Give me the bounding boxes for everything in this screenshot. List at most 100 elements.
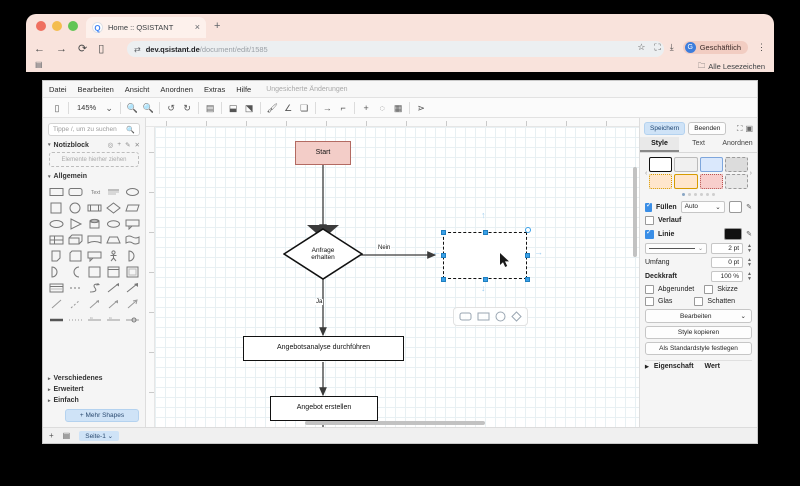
table-icon[interactable]: ▦ bbox=[393, 102, 403, 113]
shape-ellipse[interactable] bbox=[123, 184, 141, 199]
shape-trapezoid[interactable] bbox=[104, 232, 122, 247]
shape-line-arrow-open[interactable] bbox=[123, 296, 141, 311]
line-checkbox[interactable] bbox=[645, 228, 654, 239]
close-window-button[interactable] bbox=[36, 21, 46, 31]
fill-color-chip[interactable] bbox=[728, 201, 743, 213]
shape-connector-node[interactable] bbox=[123, 312, 141, 327]
swatch-white[interactable] bbox=[649, 157, 673, 172]
shape-curved-arrow[interactable] bbox=[85, 280, 103, 295]
vertical-scrollbar[interactable] bbox=[633, 167, 637, 257]
maximize-window-button[interactable] bbox=[68, 21, 78, 31]
scratchpad-dropzone[interactable]: Elemente hierher ziehen bbox=[49, 152, 139, 167]
pagination-dot[interactable] bbox=[700, 193, 703, 196]
swatch-hatched[interactable] bbox=[724, 174, 748, 189]
pagination-dot[interactable] bbox=[712, 193, 715, 196]
minimize-window-button[interactable] bbox=[52, 21, 62, 31]
swatch-gray[interactable] bbox=[674, 157, 698, 172]
add-page-icon[interactable]: + bbox=[49, 431, 54, 440]
shape-table[interactable] bbox=[47, 232, 65, 247]
shape-triangle[interactable] bbox=[66, 216, 84, 231]
tab-anordnen[interactable]: Anordnen bbox=[722, 140, 753, 147]
menu-bearbeiten[interactable]: Bearbeiten bbox=[77, 84, 114, 94]
shape-cube[interactable] bbox=[66, 232, 84, 247]
shape-actor[interactable] bbox=[104, 248, 122, 263]
delete-icon[interactable]: ▤ bbox=[205, 102, 215, 113]
undo-icon[interactable]: ↺ bbox=[167, 102, 175, 113]
shape-labeled-connector[interactable]: lbl bbox=[85, 312, 103, 327]
panel-toggle-icon[interactable]: ▯ bbox=[54, 102, 60, 113]
edit-settings-icon[interactable]: ◎ bbox=[107, 142, 114, 149]
shape-cylinder[interactable] bbox=[85, 216, 103, 231]
shape-parallelogram[interactable] bbox=[123, 200, 141, 215]
search-input[interactable]: Tippe /, um zu suchen 🔍 bbox=[48, 123, 140, 136]
menu-anordnen[interactable]: Anordnen bbox=[160, 84, 193, 94]
forward-icon[interactable]: → bbox=[56, 43, 67, 55]
site-settings-icon[interactable]: ⇄ bbox=[134, 44, 141, 54]
to-back-icon[interactable]: ⬔ bbox=[244, 102, 254, 113]
swatch-blue[interactable] bbox=[699, 157, 723, 172]
line-color-picker-icon[interactable]: ✎ bbox=[746, 231, 752, 238]
edge-label-ja[interactable]: Ja bbox=[315, 299, 324, 305]
shape-line-arrow-filled[interactable] bbox=[104, 296, 122, 311]
line-color-icon[interactable]: ∠ bbox=[284, 102, 293, 113]
opacity-field[interactable]: 100 % bbox=[711, 271, 744, 282]
tab-style[interactable]: Style bbox=[640, 137, 679, 152]
swatch-peach[interactable] bbox=[674, 174, 698, 189]
shape-cloud[interactable] bbox=[104, 216, 122, 231]
shape-double-arrow[interactable] bbox=[104, 280, 122, 295]
section-notizblock[interactable]: ▾ Notizblock ◎ + ✎ ✕ bbox=[43, 139, 145, 151]
window-controls[interactable] bbox=[36, 21, 78, 31]
zoom-out-icon[interactable]: 🔍 bbox=[126, 102, 138, 113]
perimeter-field[interactable]: 0 pt bbox=[711, 257, 744, 268]
insert-icon[interactable]: + bbox=[363, 102, 369, 113]
save-button[interactable]: Speichern bbox=[644, 122, 686, 135]
opacity-stepper[interactable]: ▲▼ bbox=[747, 270, 752, 282]
reload-icon[interactable]: ⟳ bbox=[78, 43, 88, 55]
shape-oval[interactable] bbox=[47, 216, 65, 231]
zoom-in-icon[interactable]: 🔍 bbox=[142, 102, 154, 113]
resize-handle-w[interactable] bbox=[440, 253, 446, 258]
shape-line-dashed[interactable] bbox=[66, 296, 84, 311]
zoom-dropdown-caret-icon[interactable]: ⌄ bbox=[105, 102, 113, 113]
profile-chip[interactable]: G Geschäftlich bbox=[682, 41, 748, 54]
straight-connector-icon[interactable]: → bbox=[322, 102, 332, 113]
close-tab-icon[interactable]: × bbox=[194, 22, 200, 32]
resize-handle-e[interactable] bbox=[524, 253, 530, 258]
section-erweitert[interactable]: ▸ Erweitert bbox=[43, 384, 145, 395]
resize-handle-nw[interactable] bbox=[440, 229, 446, 235]
tab-text[interactable]: Text bbox=[692, 140, 705, 147]
gradient-checkbox[interactable] bbox=[645, 216, 654, 225]
section-allgemein[interactable]: ▾ Allgemein bbox=[43, 171, 145, 182]
menu-hilfe[interactable]: Hilfe bbox=[236, 84, 252, 94]
fill-color-icon[interactable]: 🖌 bbox=[266, 102, 278, 113]
pages-list-icon[interactable]: ▤ bbox=[62, 431, 71, 440]
pagination-dot[interactable] bbox=[682, 193, 685, 196]
pagination-dot[interactable] bbox=[706, 193, 709, 196]
shape-rounded-rectangle[interactable] bbox=[66, 184, 84, 199]
shape-labeled-connector-2[interactable]: lbl bbox=[104, 312, 122, 327]
browser-menu-icon[interactable]: ⋮ bbox=[757, 42, 766, 52]
redo-icon[interactable]: ↻ bbox=[183, 102, 191, 113]
shape-dashed-line[interactable] bbox=[66, 280, 84, 295]
shape-half-circle[interactable] bbox=[123, 248, 141, 263]
side-panel-icon[interactable]: ▯ bbox=[98, 43, 105, 55]
downloads-icon[interactable]: ⤓ bbox=[669, 42, 674, 52]
shape-tape[interactable] bbox=[123, 232, 141, 247]
shape-diamond[interactable] bbox=[104, 200, 122, 215]
address-bar[interactable]: ⇄ dev.qsistant.de/document/edit/1585 bbox=[127, 41, 664, 57]
collapse-panel-icon[interactable]: ▣ bbox=[745, 124, 753, 133]
fill-type-select[interactable]: Auto ⌄ bbox=[680, 201, 725, 213]
direction-arrow-right-icon[interactable]: → bbox=[534, 247, 543, 257]
line-style-select[interactable]: ⌄ bbox=[645, 243, 708, 254]
menu-extras[interactable]: Extras bbox=[203, 84, 226, 94]
back-icon[interactable]: ← bbox=[34, 43, 45, 55]
close-icon[interactable]: ✕ bbox=[134, 142, 140, 149]
shadow-icon[interactable]: ❏ bbox=[300, 102, 309, 113]
properties-header[interactable]: ▶ Eigenschaft Wert bbox=[645, 360, 752, 372]
section-verschiedenes[interactable]: ▸ Verschiedenes bbox=[43, 373, 145, 384]
all-bookmarks-button[interactable]: 🗀 Alle Lesezeichen bbox=[698, 60, 765, 72]
rounded-checkbox[interactable] bbox=[645, 285, 654, 294]
line-width-stepper[interactable]: ▲▼ bbox=[747, 242, 752, 254]
shape-window[interactable] bbox=[104, 264, 122, 279]
glass-checkbox[interactable] bbox=[645, 297, 654, 306]
